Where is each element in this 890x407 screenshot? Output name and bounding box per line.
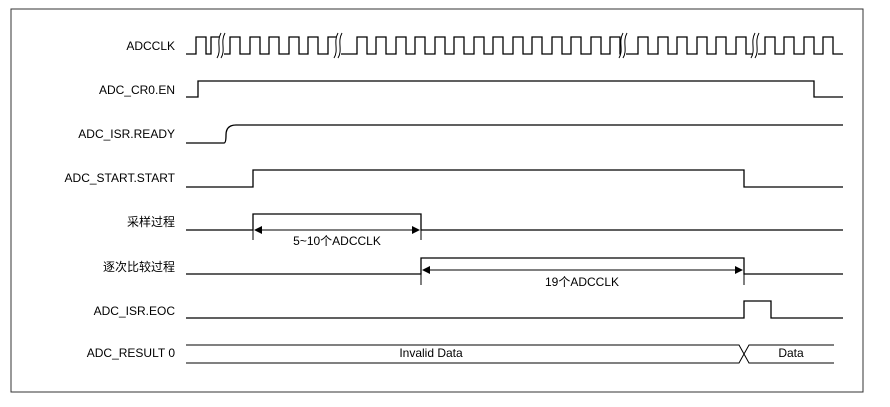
invalid-data-label: Invalid Data bbox=[399, 346, 463, 360]
diagram-frame bbox=[10, 8, 864, 393]
label-adc-start-start: ADC_START.START bbox=[65, 171, 176, 185]
label-adcclk: ADCCLK bbox=[126, 39, 175, 53]
sampling-duration-label: 5~10个ADCCLK bbox=[293, 234, 381, 248]
clock-break-mark bbox=[336, 32, 341, 59]
label-sampling-process: 采样过程 bbox=[127, 214, 175, 229]
clock-break-mark bbox=[753, 32, 758, 59]
sampling-process-waveform: 5~10个ADCCLK bbox=[186, 213, 843, 248]
clock-break-mark bbox=[621, 32, 626, 59]
adc-isr-ready-waveform bbox=[186, 124, 843, 144]
adc-cr0-en-waveform bbox=[186, 80, 843, 98]
label-adc-cr0-en: ADC_CR0.EN bbox=[99, 83, 175, 97]
label-adc-result: ADC_RESULT 0 bbox=[87, 346, 176, 360]
clock-break-mark bbox=[219, 32, 224, 59]
compare-process-waveform: 19个ADCCLK bbox=[186, 257, 843, 289]
label-adc-isr-ready: ADC_ISR.READY bbox=[78, 127, 175, 141]
adc-start-start-waveform bbox=[186, 169, 843, 188]
compare-duration-label: 19个ADCCLK bbox=[545, 275, 619, 289]
adc-isr-eoc-waveform bbox=[186, 300, 843, 319]
data-label: Data bbox=[778, 346, 804, 360]
label-adc-isr-eoc: ADC_ISR.EOC bbox=[94, 304, 176, 318]
label-compare-process: 逐次比较过程 bbox=[103, 259, 175, 274]
adc-result-bus-waveform: Invalid Data Data bbox=[186, 344, 834, 364]
adcclk-waveform bbox=[186, 32, 843, 59]
